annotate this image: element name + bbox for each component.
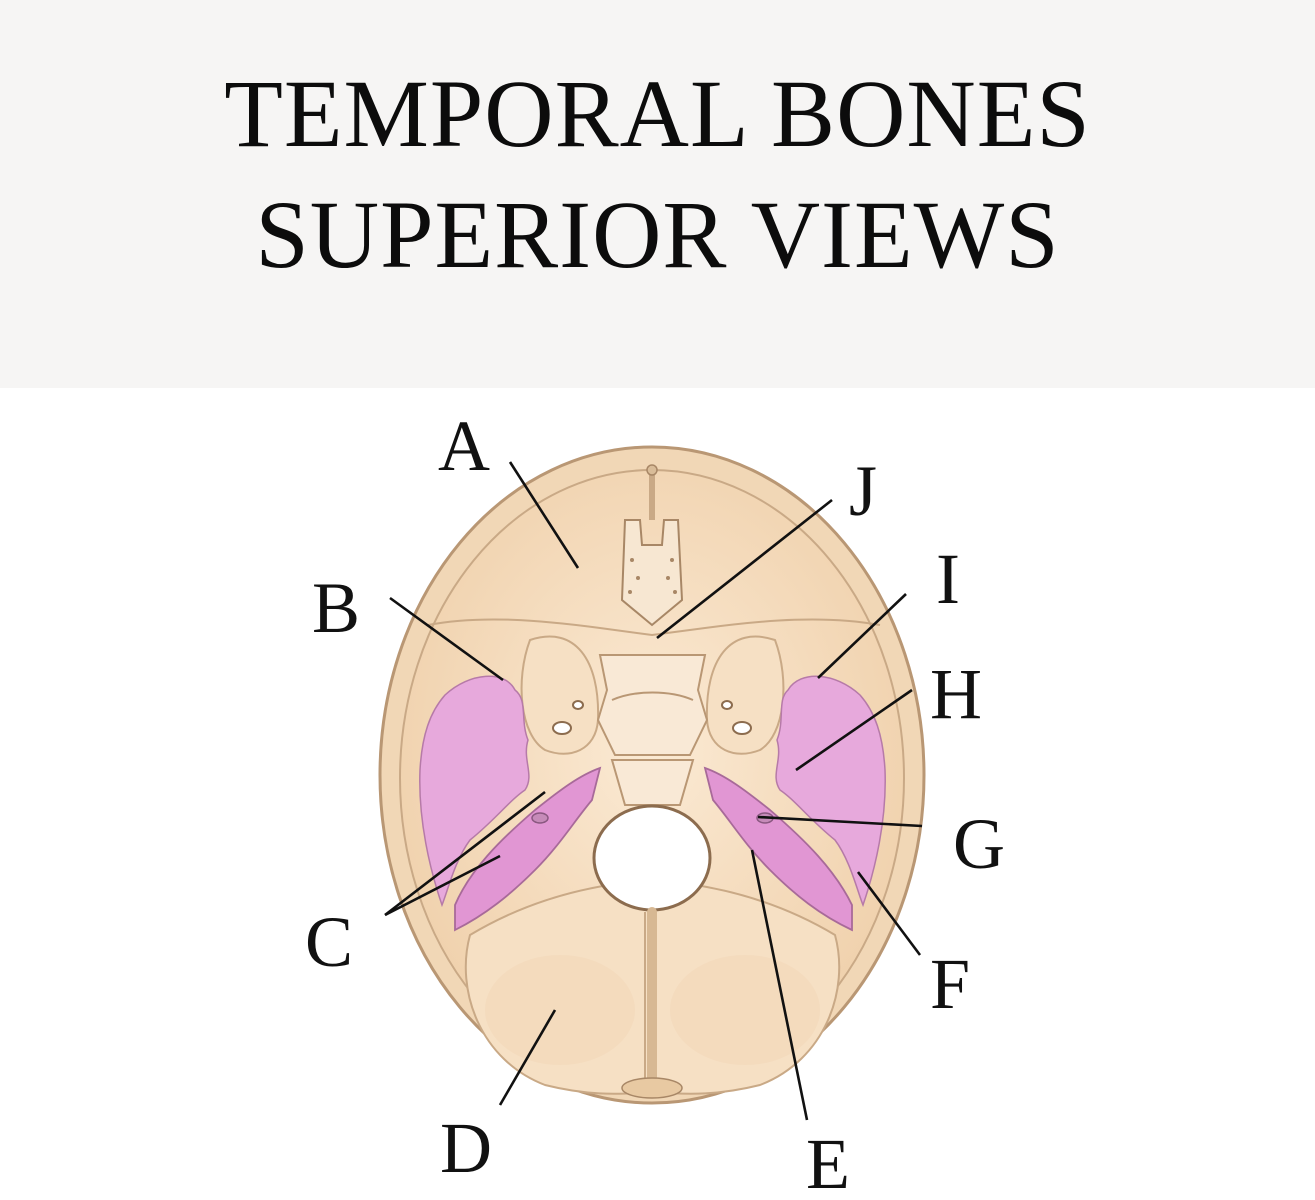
temporal-petrous-left xyxy=(454,766,602,932)
label-e: E xyxy=(806,1124,850,1200)
label-d: D xyxy=(440,1108,492,1188)
leader-f xyxy=(856,871,922,956)
label-a: A xyxy=(438,406,490,486)
sphenoid-lesser-wing-line xyxy=(427,618,881,637)
leader-j xyxy=(656,498,833,640)
internal-acoustic-meatus-left xyxy=(531,812,549,824)
foramen-cecum xyxy=(646,464,658,476)
clivus xyxy=(610,759,695,806)
label-i: I xyxy=(936,539,960,619)
foramen-ovale-left xyxy=(552,721,572,735)
leader-i xyxy=(817,593,907,679)
label-g: G xyxy=(953,804,1005,884)
label-f: F xyxy=(930,944,970,1024)
leader-g xyxy=(757,815,923,828)
internal-occipital-protuberance xyxy=(621,1077,683,1099)
cribriform-foramina xyxy=(628,558,677,594)
label-h: H xyxy=(930,654,982,734)
temporal-squamous-left xyxy=(419,675,530,908)
leader-c-upper xyxy=(384,790,546,917)
foramen-rotundum-left xyxy=(572,700,584,710)
leader-e xyxy=(750,849,809,1121)
leader-d xyxy=(498,1009,557,1106)
skull-base-diagram: A B C D E F G H I J xyxy=(0,388,1315,1200)
cerebellar-fossa-left xyxy=(485,955,635,1065)
dorsum-sellae xyxy=(611,691,694,701)
cerebellar-fossa-right xyxy=(670,955,820,1065)
label-j: J xyxy=(849,451,877,531)
title-line-1: TEMPORAL BONES xyxy=(224,60,1091,167)
leader-c-lower xyxy=(384,854,501,917)
foramen-magnum xyxy=(592,804,712,912)
skull-base-illustration: A B C D E F G H I J xyxy=(305,406,1005,1200)
label-b: B xyxy=(312,568,360,648)
cribriform-plate xyxy=(620,519,684,627)
label-c: C xyxy=(305,902,353,982)
foramen-ovale-right xyxy=(732,721,752,735)
title-line-2: SUPERIOR VIEWS xyxy=(255,181,1060,288)
temporal-petrous-right xyxy=(703,766,853,932)
leader-b xyxy=(389,596,504,682)
foramen-rotundum-right xyxy=(721,700,733,710)
title-banner: TEMPORAL BONES SUPERIOR VIEWS xyxy=(0,0,1315,388)
leader-a xyxy=(508,461,580,569)
temporal-squamous-right xyxy=(775,675,886,908)
sella-turcica xyxy=(596,654,709,756)
leader-h xyxy=(795,688,913,772)
